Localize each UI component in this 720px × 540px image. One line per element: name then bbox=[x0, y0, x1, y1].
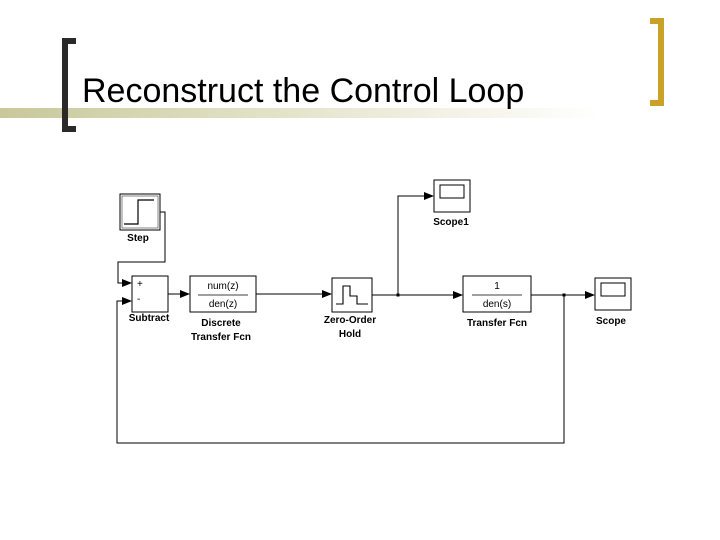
scope-screen-icon bbox=[600, 282, 626, 297]
discrete-tf-label-line1: Discrete bbox=[201, 318, 241, 329]
discrete-tf-denominator: den(z) bbox=[209, 299, 237, 310]
signal-step-to-subtract bbox=[117, 211, 166, 287]
staircase-icon bbox=[336, 285, 368, 305]
step-icon bbox=[124, 199, 154, 225]
title-underline-bar bbox=[0, 108, 600, 118]
zoh-label-line1: Zero-Order bbox=[324, 315, 376, 326]
left-bracket-decoration bbox=[62, 38, 76, 132]
branch-point bbox=[396, 293, 400, 297]
signal-feedback-to-subtract bbox=[116, 295, 565, 444]
signal-branch-to-scope1 bbox=[397, 192, 434, 295]
discrete-tf-numerator: num(z) bbox=[207, 281, 238, 292]
scope1-block[interactable] bbox=[433, 179, 471, 213]
zero-order-hold-block[interactable] bbox=[331, 277, 373, 313]
right-bracket-decoration bbox=[650, 18, 664, 106]
subtract-block[interactable] bbox=[131, 275, 169, 313]
discrete-tf-label-line2: Transfer Fcn bbox=[191, 332, 251, 343]
scope1-label: Scope1 bbox=[433, 217, 469, 228]
subtract-plus-sign: + bbox=[137, 279, 143, 290]
scope-screen-icon bbox=[439, 184, 465, 199]
scope-block[interactable] bbox=[594, 277, 632, 311]
step-block[interactable] bbox=[119, 193, 161, 231]
tf-denominator: den(s) bbox=[483, 299, 511, 310]
discrete-transfer-fcn-block[interactable] bbox=[189, 275, 257, 313]
tf-numerator: 1 bbox=[494, 281, 500, 292]
scope-label: Scope bbox=[596, 316, 626, 327]
subtract-label: Subtract bbox=[129, 313, 170, 324]
subtract-minus-sign: - bbox=[137, 294, 140, 305]
zoh-label-line2: Hold bbox=[339, 329, 361, 340]
transfer-fcn-block[interactable] bbox=[462, 275, 532, 313]
slide-title: Reconstruct the Control Loop bbox=[82, 72, 525, 110]
tf-label: Transfer Fcn bbox=[467, 318, 527, 329]
step-label: Step bbox=[127, 233, 149, 244]
